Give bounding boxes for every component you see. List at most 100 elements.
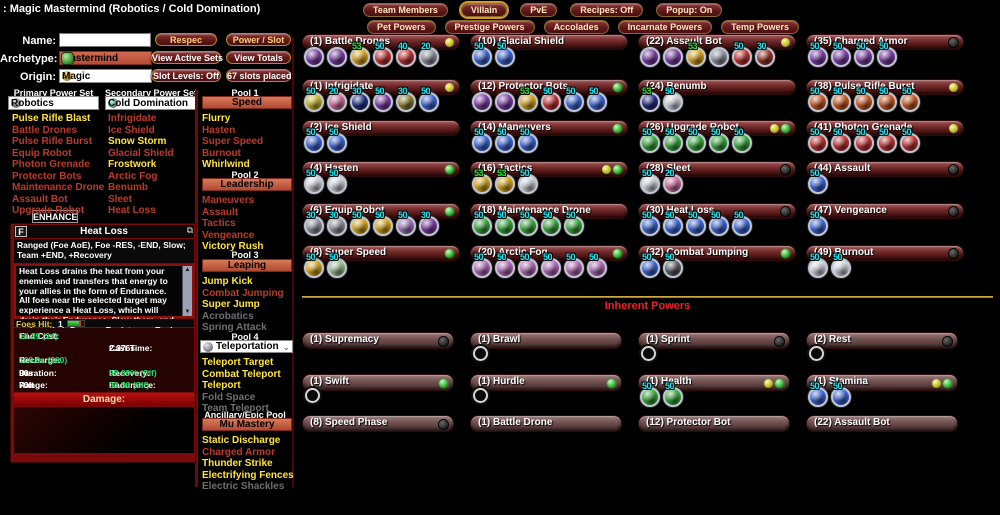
enhancement-slot[interactable]: 20: [419, 41, 439, 67]
topbar-button-villain[interactable]: Villain: [460, 3, 508, 17]
power-list-item-spring-attack[interactable]: Spring Attack: [202, 322, 267, 333]
enhancement-slot[interactable]: 30: [755, 41, 775, 67]
power-list-item-frostwork[interactable]: Frostwork: [108, 159, 157, 170]
power-bar[interactable]: (22) Assault Bot: [806, 415, 958, 432]
power-bar[interactable]: (44) Assault: [806, 161, 964, 177]
enhancement-slot[interactable]: 50: [732, 41, 752, 67]
enhancement-slot[interactable]: 50: [640, 210, 660, 236]
enhancement-slot[interactable]: 53: [686, 41, 706, 67]
enhancement-slot[interactable]: 53: [350, 41, 370, 67]
power-list-item-vengeance[interactable]: Vengeance: [202, 229, 255, 241]
power-bar[interactable]: (32) Combat Jumping: [638, 245, 796, 261]
power-list-item-combat-teleport[interactable]: Combat Teleport: [202, 368, 281, 380]
enhancement-slot[interactable]: 50: [350, 210, 370, 236]
pool-header-speed[interactable]: Speed: [202, 96, 292, 109]
enhancement-slot[interactable]: 53: [518, 86, 538, 112]
enhancement-slot[interactable]: 50: [495, 41, 515, 67]
enhancement-slot[interactable]: 50: [877, 86, 897, 112]
enhancement-slot[interactable]: 50: [854, 86, 874, 112]
enhancement-slot[interactable]: 50: [518, 127, 538, 153]
scroll-up-icon[interactable]: ▲: [184, 267, 191, 273]
enhancement-slot[interactable]: 50: [732, 127, 752, 153]
enhancement-slot[interactable]: 50: [808, 86, 828, 112]
power-list-item-hasten[interactable]: Hasten: [202, 124, 236, 136]
enhancement-slot[interactable]: 50: [564, 210, 584, 236]
enhancement-slot[interactable]: 50: [808, 210, 828, 236]
power-list-item-sleet[interactable]: Sleet: [108, 193, 132, 205]
power-bar[interactable]: (8) Super Speed: [302, 245, 460, 261]
enhancement-slot[interactable]: 50: [304, 168, 324, 194]
power-list-item-infrigidate[interactable]: Infrigidate: [108, 113, 157, 124]
enhancement-slot[interactable]: 50: [373, 41, 393, 67]
topbar-button-recipes-off[interactable]: Recipes: Off: [570, 3, 644, 17]
power-list-item-ice-shield[interactable]: Ice Shield: [108, 124, 155, 136]
favorite-button[interactable]: F: [15, 226, 27, 237]
power-bar[interactable]: (4) Hasten: [302, 161, 460, 177]
pool-header-leadership[interactable]: Leadership: [202, 178, 292, 191]
pool-header-mu-mastery[interactable]: Mu Mastery: [202, 418, 292, 431]
power-bar[interactable]: (1) Stamina: [806, 374, 958, 391]
power-list-item-tactics[interactable]: Tactics: [202, 218, 236, 229]
power-list-item-team-teleport[interactable]: Team Teleport: [202, 403, 269, 414]
power-bar[interactable]: (28) Sleet: [638, 161, 796, 177]
power-list-item-combat-jumping[interactable]: Combat Jumping: [202, 287, 284, 299]
scroll-down-icon[interactable]: ▼: [184, 309, 191, 315]
enhancement-slot[interactable]: 50: [640, 252, 660, 278]
enhancement-slot[interactable]: 53: [472, 168, 492, 194]
power-bar[interactable]: (1) Sprint: [638, 332, 790, 349]
enhancement-slot[interactable]: 50: [686, 210, 706, 236]
enhancement-slot[interactable]: 50: [327, 168, 347, 194]
power-list-item-snow-storm[interactable]: Snow Storm: [108, 136, 167, 147]
power-bar[interactable]: (47) Vengeance: [806, 203, 964, 219]
power-slot-button[interactable]: Power / Slot: [226, 33, 291, 46]
power-bar[interactable]: (1) Battle Drone: [470, 415, 622, 432]
enhancement-slot[interactable]: 50: [518, 168, 538, 194]
enhancement-slot[interactable]: 30: [419, 210, 439, 236]
power-bar[interactable]: (22) Assault Bot: [638, 34, 796, 50]
power-list-item-maintenance-drone[interactable]: Maintenance Drone: [12, 182, 105, 193]
enhancement-slot[interactable]: 50: [327, 127, 347, 153]
enhancement-slot[interactable]: 50: [900, 127, 920, 153]
origin-select[interactable]: Magic ⌄: [59, 69, 152, 83]
enhancement-slot[interactable]: 20: [327, 86, 347, 112]
enhancement-slot[interactable]: 50: [709, 127, 729, 153]
power-bar[interactable]: (1) Health: [638, 374, 790, 391]
topbar-button-popup-on[interactable]: Popup: On: [656, 3, 723, 17]
empty-slot[interactable]: [473, 346, 488, 361]
enhancement-slot[interactable]: 50: [831, 86, 851, 112]
name-input[interactable]: [59, 33, 151, 47]
enhancement-slot[interactable]: [472, 92, 492, 112]
enhancement-slot[interactable]: 50: [495, 252, 515, 278]
enhancement-slot[interactable]: 30: [396, 86, 416, 112]
enhancement-slot[interactable]: [709, 47, 729, 67]
power-list-item-pulse-rifle-burst[interactable]: Pulse Rifle Burst: [12, 136, 93, 147]
enhancement-slot[interactable]: 50: [495, 210, 515, 236]
empty-slot[interactable]: [641, 346, 656, 361]
tab-enhance[interactable]: ENHANCE: [32, 210, 78, 223]
enhancement-slot[interactable]: 50: [663, 86, 683, 112]
topbar-button-accolades[interactable]: Accolades: [543, 20, 609, 34]
pool-dropdown-teleportation[interactable]: Teleportation⌄: [200, 340, 293, 353]
enhancement-slot[interactable]: 50: [640, 381, 660, 407]
power-list-item-flurry[interactable]: Flurry: [202, 113, 231, 124]
power-list-item-benumb[interactable]: Benumb: [108, 182, 148, 193]
enhancement-slot[interactable]: 50: [854, 41, 874, 67]
enhancement-slot[interactable]: 53: [495, 168, 515, 194]
power-list-item-arctic-fog[interactable]: Arctic Fog: [108, 170, 158, 182]
power-bar[interactable]: (1) Brawl: [470, 332, 622, 349]
topbar-button-incarnate-powers[interactable]: Incarnate Powers: [617, 20, 713, 34]
power-list-item-super-jump[interactable]: Super Jump: [202, 299, 260, 310]
topbar-button-prestige-powers[interactable]: Prestige Powers: [444, 20, 535, 34]
enhancement-slot[interactable]: 30: [304, 210, 324, 236]
power-bar[interactable]: (1) Supremacy: [302, 332, 454, 349]
power-bar[interactable]: (10) Glacial Shield: [470, 34, 628, 50]
power-list-item-charged-armor[interactable]: Charged Armor: [202, 446, 275, 458]
enhancement-slot[interactable]: 30: [350, 86, 370, 112]
enhancement-slot[interactable]: 53: [640, 86, 660, 112]
enhancement-slot[interactable]: 30: [327, 210, 347, 236]
enhancement-slot[interactable]: 50: [564, 86, 584, 112]
enhancement-slot[interactable]: 50: [587, 252, 607, 278]
enhancement-slot[interactable]: [327, 47, 347, 67]
slots-placed-button[interactable]: 67 slots placed: [226, 69, 292, 82]
power-list-item-fold-space[interactable]: Fold Space: [202, 391, 256, 403]
